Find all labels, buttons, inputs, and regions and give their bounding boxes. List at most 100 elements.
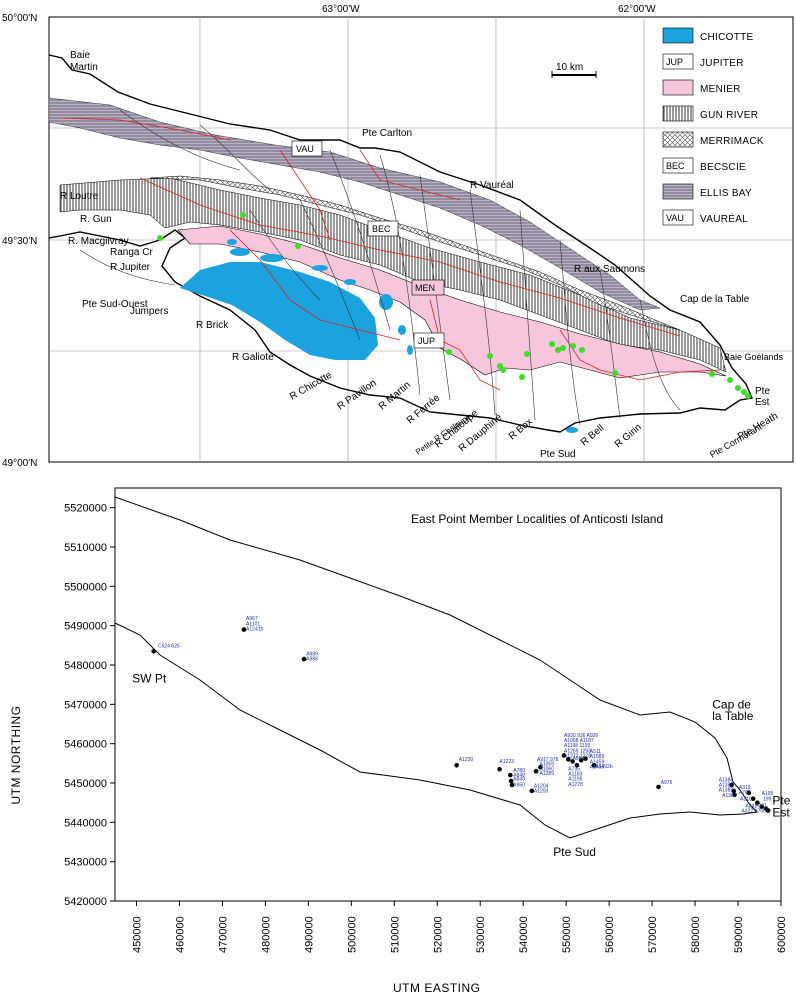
place-r-vaureal: R Vauréal [470, 180, 514, 191]
site-label: A318 [740, 797, 752, 803]
locality-point [529, 788, 535, 794]
locality-point [578, 757, 584, 763]
place-r-galiote: R Galiote [232, 352, 274, 363]
svg-text:10 km: 10 km [556, 62, 583, 73]
place-r-jupiter: R Jupiter [110, 262, 151, 273]
legend-code-jupiter: JUP [666, 57, 683, 67]
site-label: A1183 [568, 772, 582, 778]
site-label: A849 [513, 777, 525, 783]
site-label: A848 [513, 772, 525, 778]
legend-swatch-ellis-bay [662, 183, 694, 200]
site-label: A1195 [568, 777, 582, 783]
unit-label-men: MEN [415, 283, 435, 293]
locality-point [570, 759, 575, 764]
legend-swatch-vaureal [662, 209, 694, 226]
place-pte-est-2: Est [755, 397, 770, 408]
locality-point [508, 778, 514, 784]
locality-point [759, 804, 764, 809]
y-tick-label: 5440000 [64, 817, 107, 829]
site-label: A917 978 [537, 757, 559, 763]
site-label: A780 [513, 768, 525, 774]
site-label: A1068 A1187 [564, 738, 594, 744]
site-label: A954 [573, 756, 585, 762]
site-label: A735 [568, 766, 580, 772]
legend-code-becscie: BEC [666, 161, 685, 171]
site-label: A1289 [540, 771, 555, 777]
scale-bar: 10 km [551, 62, 597, 78]
site-label: A1492b [595, 764, 612, 770]
place-baie-martin-2: Martin [70, 62, 98, 73]
island-outline [48, 54, 753, 433]
site-label: A1223 [500, 759, 515, 765]
place-cap-de-la-table: Cap de la Table [680, 294, 750, 305]
chicotte-unit [180, 239, 578, 433]
legend-label-menier: MENIER [700, 84, 741, 95]
site-label: A1456 [590, 764, 605, 770]
legend: CHICOTTE JUP JUPITER MENIER GUN RIVER ME… [662, 27, 764, 226]
site-label: A1293 [534, 788, 549, 794]
x-tick-label: 600000 [776, 916, 788, 953]
site-label: A1059 [540, 762, 555, 768]
x-tick-label: 450000 [131, 916, 143, 953]
place-r-loutre: R Loutre [60, 191, 99, 202]
x-tick-label: 570000 [647, 916, 659, 953]
utm-place-label: Est [772, 805, 790, 819]
y-tick-label: 5520000 [64, 503, 107, 515]
merrimack-unit [149, 175, 681, 331]
y-tick-label: 5430000 [64, 857, 107, 869]
lon-62-label: 62°00'W [618, 4, 656, 15]
place-pte-sud: Pte Sud [540, 449, 576, 460]
legend-label-ellis-bay: ELLIS BAY [700, 188, 752, 199]
site-label: A1241b [246, 626, 263, 632]
site-label: A988 [306, 657, 318, 663]
lat-49-label: 49°00'N [2, 458, 37, 469]
y-tick-label: 5470000 [64, 699, 107, 711]
site-label: A976 [661, 780, 673, 786]
locality-point [591, 763, 597, 768]
place-pte-est-1: Pte [755, 386, 770, 397]
locality-point [508, 772, 513, 778]
legend-label-merrimack: MERRIMACK [700, 136, 764, 147]
locality-point [731, 788, 737, 794]
place-r-gun: R. Gun [80, 214, 112, 225]
geologic-map: 63°00'W 62°00'W 50°00'N 49°30'N 49°00'N … [2, 4, 794, 469]
site-label: A1204 [534, 783, 549, 789]
site-label: A762 [739, 790, 751, 796]
place-pte-carlton: Pte Carlton [362, 128, 412, 139]
chart-title: East Point Member Localities of Anticost… [411, 512, 663, 526]
place-ranga-cr: Ranga Cr [110, 247, 153, 258]
locality-point [561, 753, 567, 758]
unit-label-vau: VAU [296, 144, 314, 154]
locality-point [732, 792, 737, 798]
site-label: A1383 [719, 783, 734, 789]
x-tick-label: 460000 [174, 916, 186, 953]
locality-points [157, 212, 751, 399]
y-tick-label: 5450000 [64, 778, 107, 790]
place-pte-sud-ouest: Pte Sud-Ouest [82, 299, 148, 310]
locality-point [533, 768, 539, 774]
x-tick-label: 560000 [604, 916, 616, 953]
site-label: A1389 [719, 788, 734, 794]
legend-label-gun-river: GUN RIVER [700, 110, 758, 121]
site-label: A1101 [246, 621, 260, 627]
legend-label-jupiter: JUPITER [700, 58, 744, 69]
locality-point [566, 757, 571, 762]
y-tick-label: 5500000 [64, 581, 107, 593]
site-label: A1278 [568, 782, 583, 788]
y-tick-label: 5510000 [64, 542, 107, 554]
plot-frame [114, 487, 782, 902]
legend-label-vaureal: VAURÉAL [700, 212, 748, 225]
locality-point [538, 764, 543, 770]
locality-point [454, 763, 459, 768]
x-tick-label: 470000 [217, 916, 229, 953]
x-axis-title: UTM EASTING [393, 981, 481, 995]
locality-point [301, 656, 307, 662]
locality-point [574, 763, 580, 768]
site-label: A195 [762, 791, 774, 797]
site-label: A1060 [540, 766, 555, 772]
locality-point [241, 627, 247, 632]
